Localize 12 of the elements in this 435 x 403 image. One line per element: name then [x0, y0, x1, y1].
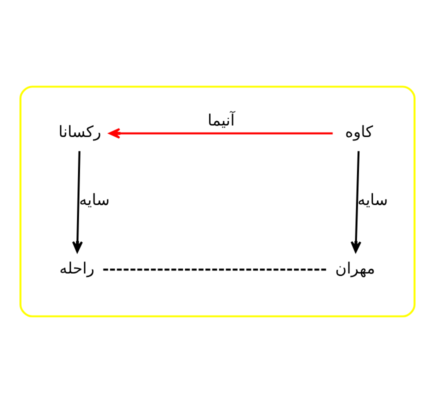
cluster: [19, 86, 416, 318]
node-text: مهران: [335, 259, 376, 278]
node-text: رکسانا: [58, 123, 102, 142]
connector: [103, 268, 327, 271]
arrow: [108, 128, 333, 139]
node-text: راحله: [59, 259, 94, 278]
arrow: [350, 151, 362, 253]
edge-label: سایه: [79, 191, 110, 210]
node-text: کاوه: [345, 123, 373, 142]
edge-label: آنیما: [208, 111, 235, 130]
arrow: [72, 151, 83, 253]
edge-label: سایه: [357, 191, 388, 210]
